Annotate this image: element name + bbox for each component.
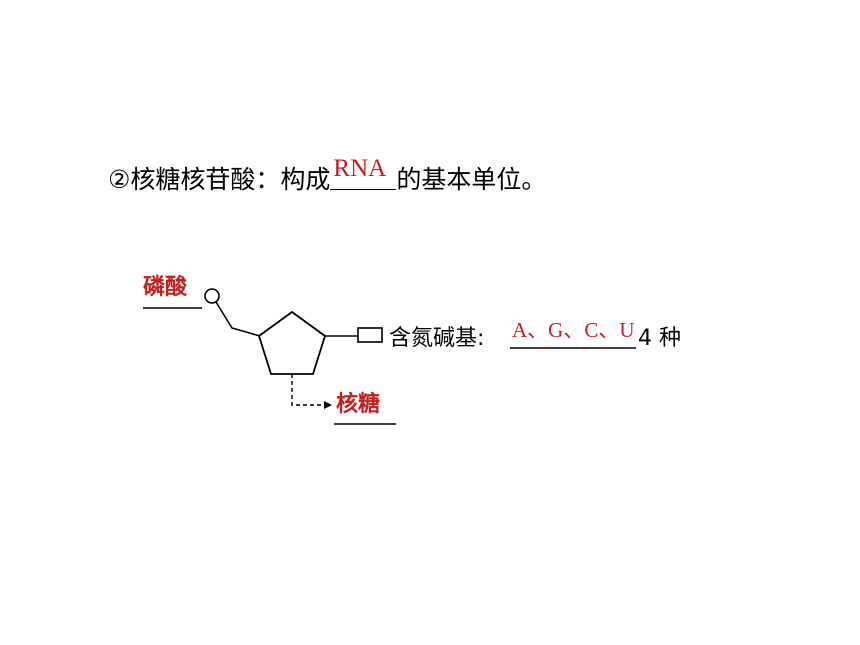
answer-text: RNA: [333, 155, 387, 182]
base-answer: A、G、C、U: [512, 318, 635, 342]
phosphate-bond: [215, 301, 261, 337]
arrow-head-icon: [324, 401, 332, 409]
sugar-label: 核糖: [336, 391, 380, 417]
sugar-pointer: [291, 374, 326, 406]
base-suffix: 4 种: [638, 326, 681, 351]
base-prefix: 含氮碱基:: [389, 326, 484, 351]
base-box: [357, 327, 383, 343]
phosphate-circle: [204, 288, 220, 304]
statement-suffix: 的基本单位。: [396, 165, 547, 194]
ribose-pentagon: [257, 310, 327, 375]
answer-blank: RNA: [330, 155, 397, 190]
phosphate-label: 磷酸: [143, 275, 188, 300]
statement-prefix: ②核糖核苷酸：构成: [108, 165, 331, 194]
